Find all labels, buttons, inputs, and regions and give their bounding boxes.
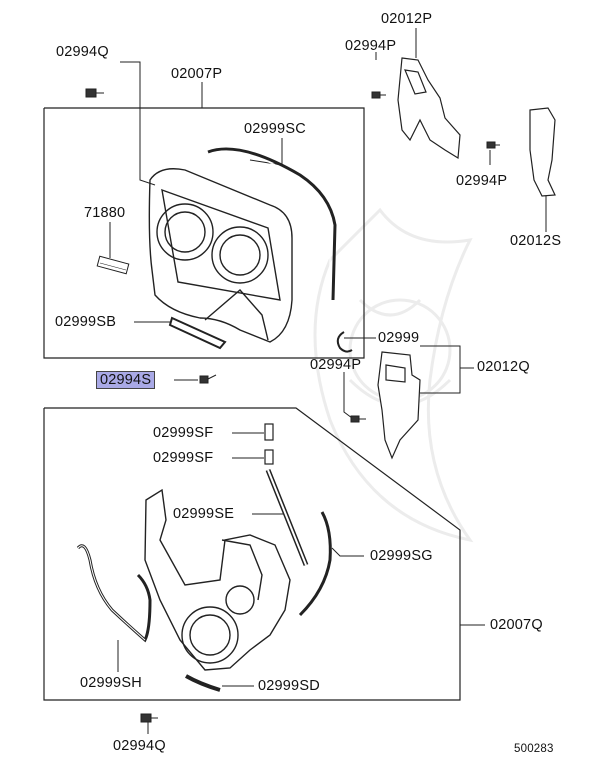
callout-bracket-mid[interactable]: 02012Q xyxy=(477,359,530,375)
callout-seal-lower-bottom[interactable]: 02999SD xyxy=(258,678,320,694)
callout-pad-2[interactable]: 02999SF xyxy=(153,450,214,466)
lower-timing-cover xyxy=(144,488,291,671)
callout-seal-upper-bottom[interactable]: 02999SB xyxy=(55,314,117,330)
callout-top-bolt[interactable]: 02994Q xyxy=(56,44,109,60)
clip-part xyxy=(336,331,353,353)
callout-pad-1[interactable]: 02999SF xyxy=(153,425,214,441)
lower-cover-box xyxy=(43,407,461,701)
callout-seal-lower-left[interactable]: 02999SH xyxy=(80,675,142,691)
lower-bottom-seal xyxy=(185,674,221,692)
callout-bracket-right[interactable]: 02012S xyxy=(510,233,562,249)
pad-part xyxy=(264,449,274,465)
callout-bracket-top[interactable]: 02012P xyxy=(381,11,433,27)
callout-bolt-bracket-mid[interactable]: 02994P xyxy=(310,357,362,373)
bolt-icon xyxy=(85,88,500,723)
callout-upper-cover[interactable]: 02007P xyxy=(171,66,223,82)
upper-timing-cover xyxy=(148,168,293,343)
leader-lines xyxy=(109,28,547,734)
callout-seal-lower-right[interactable]: 02999SG xyxy=(370,548,433,564)
label-plate xyxy=(96,255,130,275)
pad-part xyxy=(264,423,274,441)
callout-lower-cover[interactable]: 02007Q xyxy=(490,617,543,633)
callout-clip[interactable]: 02999 xyxy=(378,330,420,346)
diagram-number: 500283 xyxy=(514,743,554,755)
callout-bolt-bracket-right[interactable]: 02994P xyxy=(456,173,508,189)
callout-plate[interactable]: 71880 xyxy=(84,205,126,221)
callout-bottom-bolt[interactable]: 02994Q xyxy=(113,738,166,754)
lower-left-seal xyxy=(76,544,152,643)
callout-seal-upper-right[interactable]: 02999SC xyxy=(244,121,306,137)
upper-right-seal xyxy=(207,147,337,301)
upper-cover-box xyxy=(43,107,365,359)
lower-right-seal xyxy=(298,511,332,617)
callout-selected-bolt[interactable]: 02994S xyxy=(96,371,156,389)
upper-bottom-seal xyxy=(168,316,227,350)
callout-seal-lower-strip[interactable]: 02999SE xyxy=(173,506,235,522)
bracket-parts xyxy=(377,57,556,460)
callout-bolt-bracket-top[interactable]: 02994P xyxy=(345,38,397,54)
